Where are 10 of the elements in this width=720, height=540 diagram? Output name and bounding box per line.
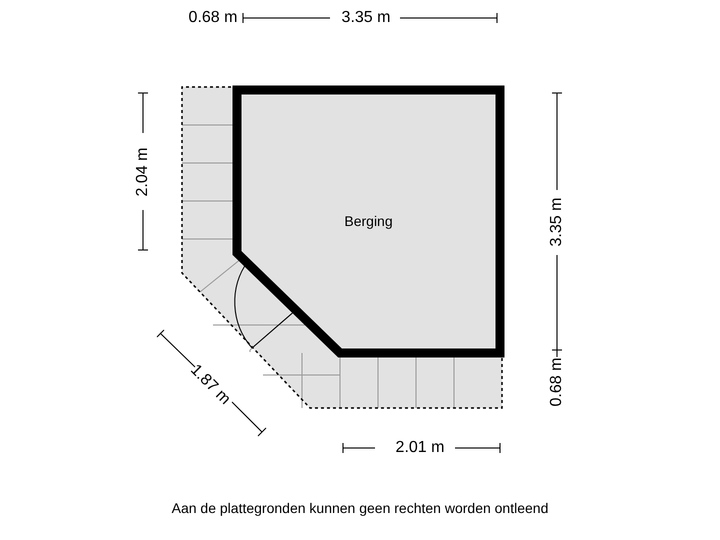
dimension-label: 2.01 m <box>396 439 444 457</box>
dimension-label: 3.35 m <box>548 198 566 246</box>
dimension-label: 3.35 m <box>342 9 390 27</box>
room-label: Berging <box>344 213 393 229</box>
dimension-label: 0.68 m <box>188 9 238 27</box>
dimension-label: 0.68 m <box>548 358 566 406</box>
dimension-label: 1.87 m <box>186 361 234 409</box>
caption: Aan de plattegronden kunnen geen rechten worden ontleend <box>172 500 548 516</box>
dimension-label: 2.04 m <box>134 148 152 196</box>
room-outline <box>232 85 505 358</box>
